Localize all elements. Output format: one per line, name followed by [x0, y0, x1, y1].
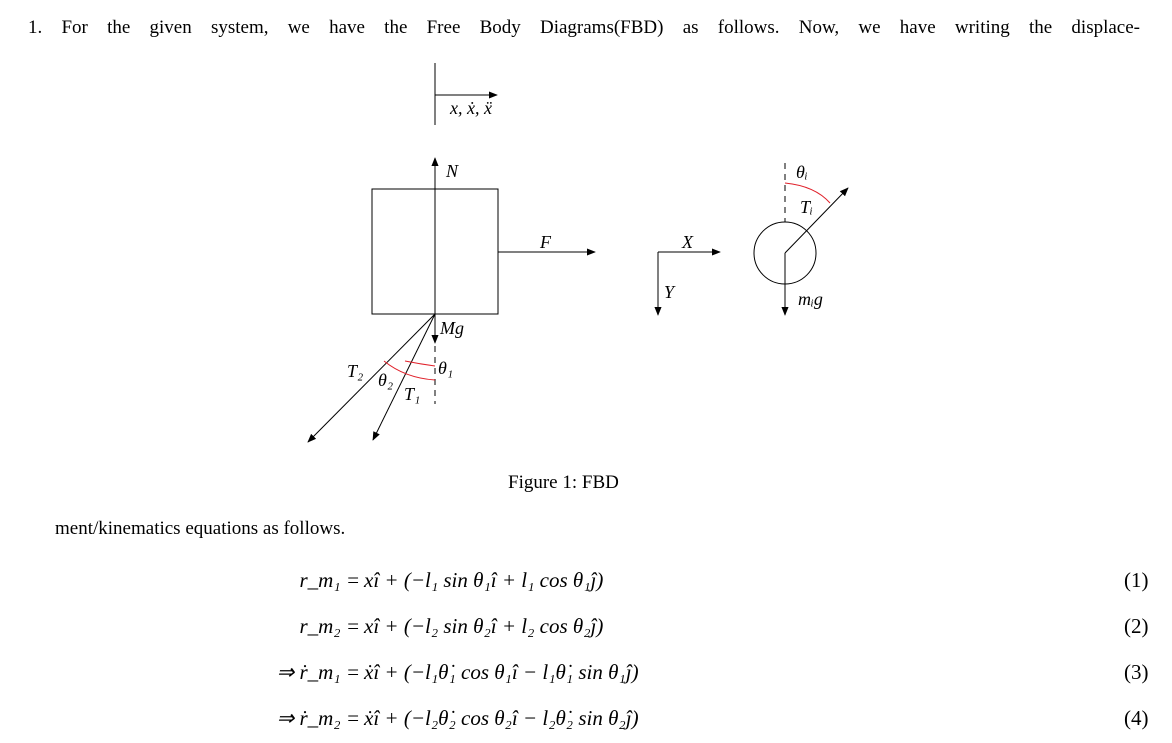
tension2-label: T₂ — [347, 361, 363, 381]
theta2-arc — [383, 360, 436, 381]
equation-2: r_m₂ = xî + (−l₂ sin θ₂î + l₂ cos θ₂ĵ) (… — [0, 606, 1172, 646]
pendulum-mass-fbd: θᵢ Tᵢ mᵢg — [753, 162, 849, 316]
fbd-figure: x, ẋ, ẍ N F Mg θ₁ θ₂ T₁ T₂ X Y θᵢ Tᵢ mᵢg — [307, 63, 849, 443]
tension1-label: T₁ — [404, 384, 420, 404]
force-label: F — [539, 232, 552, 252]
equation-rhs: ẋî + (−l₁θ̇₁ cos θ₁î − l₁θ̇₁ sin θ₁ĵ) — [364, 660, 639, 684]
theta2-label: θ₂ — [378, 370, 393, 390]
axis-x-label: X — [681, 232, 694, 252]
figure-caption: Figure 1: FBD — [508, 472, 619, 493]
axis-y-label: Y — [664, 282, 676, 302]
equation-number: (4) — [1124, 706, 1149, 730]
tension-i-arrow — [784, 187, 849, 254]
motion-axis: x, ẋ, ẍ — [434, 63, 498, 125]
theta1-label: θ₁ — [438, 358, 453, 378]
equation-lhs: ⇒ ṙ_m₂ = — [276, 706, 360, 730]
tension1-arrow — [372, 313, 436, 441]
weight-i-label: mᵢg — [798, 289, 823, 309]
equation-1: r_m₁ = xî + (−l₁ sin θ₁î + l₁ cos θ₁ĵ) (… — [0, 560, 1172, 600]
block-fbd: N F Mg θ₁ θ₂ T₁ T₂ — [307, 157, 596, 443]
equation-rhs: xî + (−l₂ sin θ₂î + l₂ cos θ₂ĵ) — [364, 614, 604, 638]
equation-3: ⇒ ṙ_m₁ = ẋî + (−l₁θ̇₁ cos θ₁î − l₁θ̇₁ si… — [0, 652, 1172, 692]
equation-rhs: xî + (−l₁ sin θ₁î + l₁ cos θ₁ĵ) — [364, 568, 604, 592]
equation-number: (2) — [1124, 614, 1149, 638]
theta1-arc — [404, 360, 436, 367]
motion-label: x, ẋ, ẍ — [449, 98, 492, 118]
equation-4: ⇒ ṙ_m₂ = ẋî + (−l₂θ̇₂ cos θ₂î − l₂θ̇₂ si… — [0, 698, 1172, 738]
equation-rhs: ẋî + (−l₂θ̇₂ cos θ₂î − l₂θ̇₂ sin θ₂ĵ) — [364, 706, 639, 730]
intro-paragraph: 1. For the given system, we have the Fre… — [28, 17, 1140, 38]
equation-lhs: ⇒ ṙ_m₁ = — [276, 660, 360, 684]
normal-label: N — [445, 161, 459, 181]
theta-i-arc — [784, 182, 831, 204]
equation-lhs: r_m₂ = — [299, 614, 360, 638]
equation-number: (1) — [1124, 568, 1149, 592]
continued-paragraph: ment/kinematics equations as follows. — [55, 518, 346, 539]
theta-i-label: θᵢ — [796, 162, 808, 182]
equation-number: (3) — [1124, 660, 1149, 684]
tension-i-label: Tᵢ — [800, 197, 813, 217]
weight-label: Mg — [439, 318, 464, 338]
equation-lhs: r_m₁ = — [299, 568, 360, 592]
tension2-arrow — [307, 313, 436, 443]
coordinate-axes: X Y — [654, 232, 721, 316]
